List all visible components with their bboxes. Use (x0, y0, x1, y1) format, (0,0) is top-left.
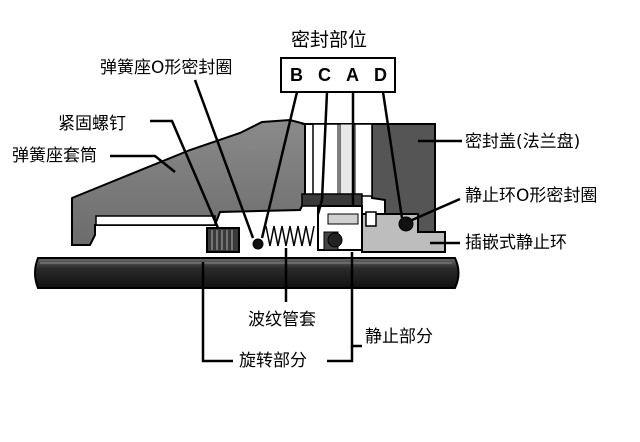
label-set-screw: 紧固螺钉 (58, 114, 126, 134)
label-bellows-sleeve: 波纹管套 (248, 310, 316, 330)
spring-seat-oring (252, 238, 264, 250)
label-spring-seat-oring: 弹簧座O形密封圈 (100, 58, 233, 78)
label-seal-cover: 密封盖(法兰盘) (465, 132, 581, 152)
label-spring-seat-sleeve: 弹簧座套筒 (12, 146, 97, 166)
label-rotating-part: 旋转部分 (239, 351, 307, 371)
spring (265, 225, 315, 247)
label-stationary-part: 静止部分 (365, 327, 433, 347)
insert-stationary-ring (361, 213, 446, 253)
letter-d: D (374, 65, 387, 85)
letter-b: B (290, 65, 303, 85)
stationary-ring-oring (398, 216, 414, 232)
letter-c: C (318, 65, 331, 85)
seal-position-box (280, 57, 396, 93)
letter-a: A (346, 65, 359, 85)
label-stationary-ring-oring: 静止环O形密封圈 (465, 186, 598, 206)
spring-seat-sleeve-body (71, 118, 306, 246)
label-insert-stationary-ring: 插嵌式静止环 (465, 233, 567, 253)
seal-positions-title: 密封部位 (291, 29, 368, 51)
